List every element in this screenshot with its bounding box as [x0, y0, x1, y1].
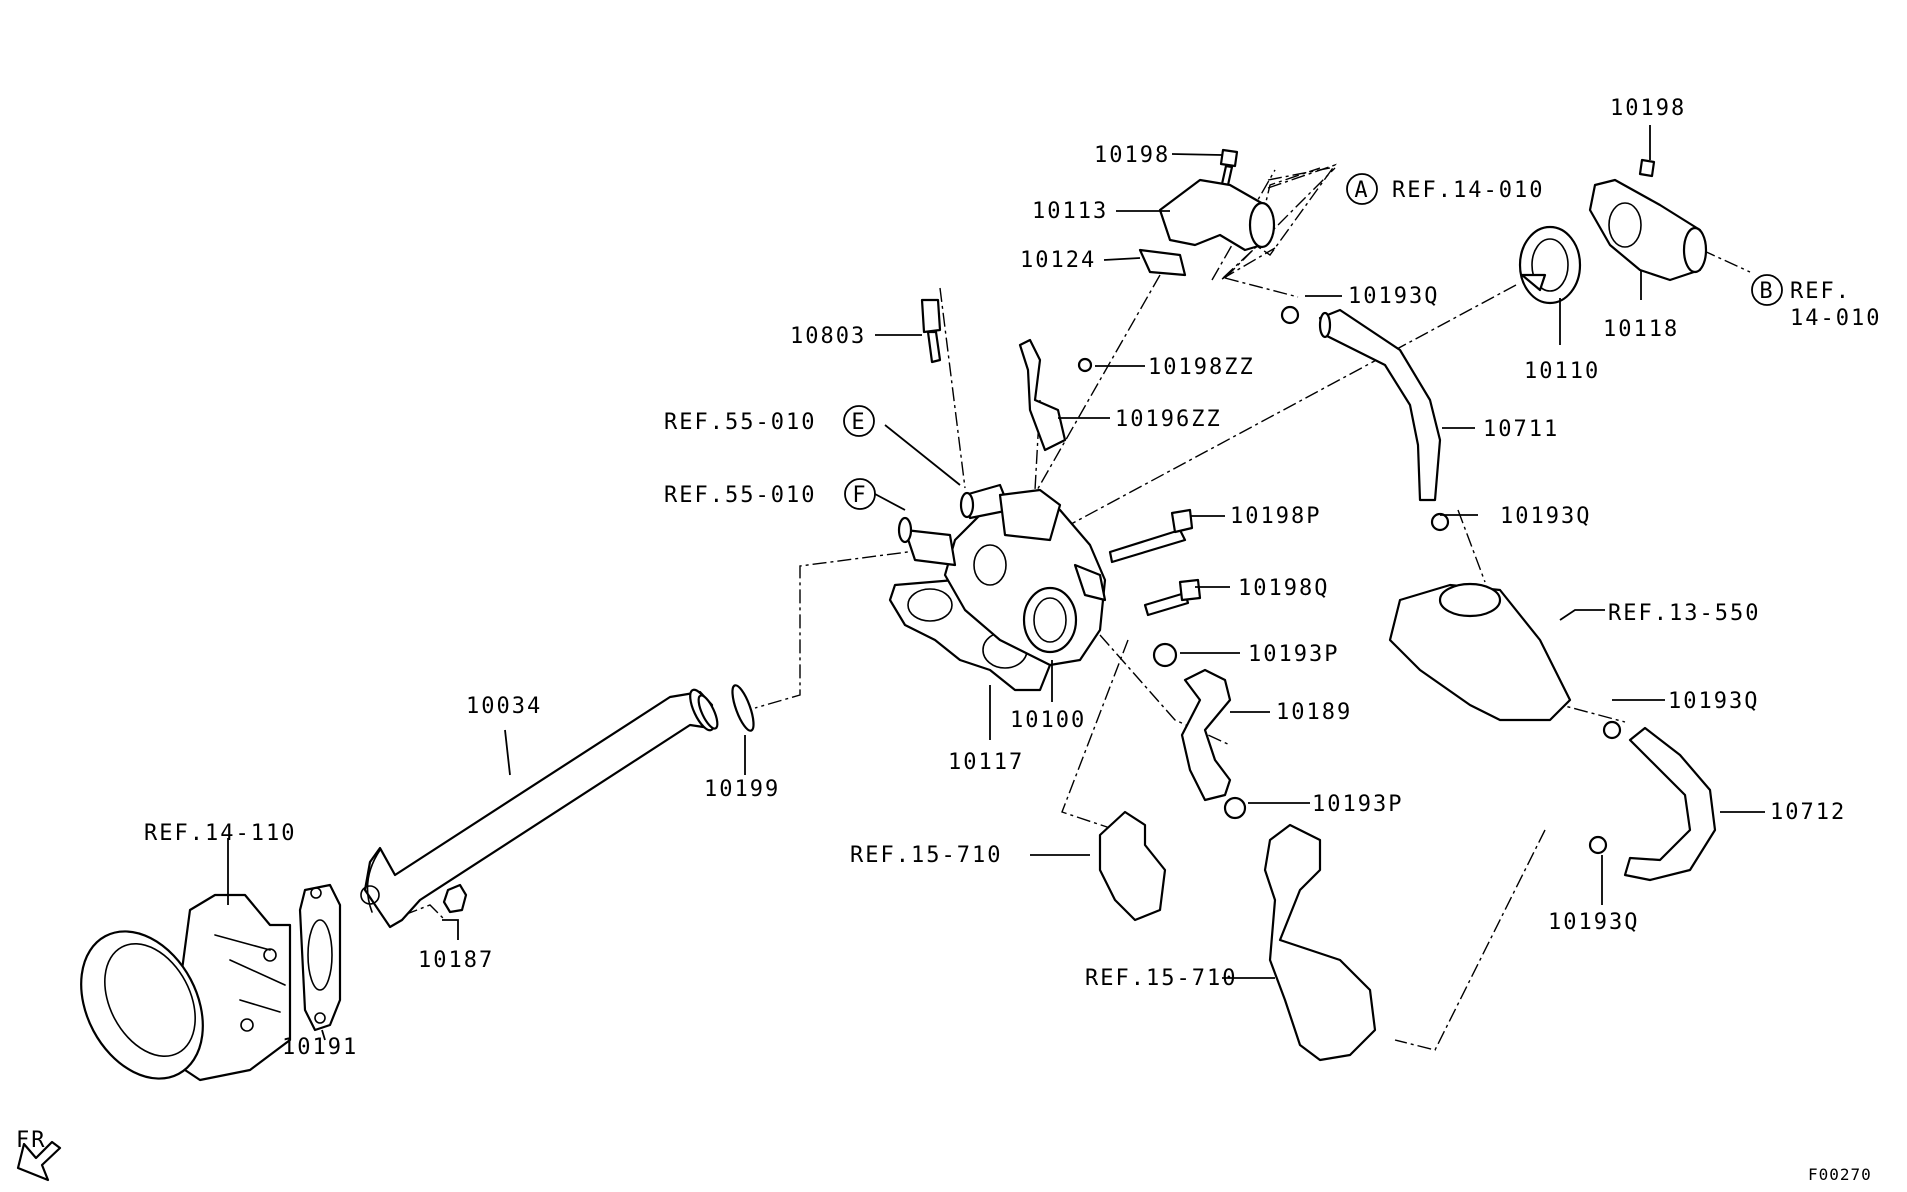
label-10189: 10189 [1276, 700, 1352, 725]
callout-b: B [1759, 279, 1774, 304]
oring-10199 [731, 684, 755, 732]
label-10198-a: 10198 [1094, 143, 1170, 168]
bracket-10196zz [1018, 338, 1093, 452]
hose-10189 [1180, 668, 1232, 802]
label-10199: 10199 [704, 777, 780, 802]
ref-15-710-lower [1263, 823, 1377, 1062]
ref-55-010-e: REF.55-010 [664, 410, 816, 435]
callout-e: E [851, 410, 866, 435]
callout-a: A [1354, 178, 1369, 203]
ref-15-710-upper [1098, 810, 1167, 922]
water-outlet-10100 [897, 483, 1107, 667]
housing-10118 [1588, 178, 1708, 282]
ref-14-010-b-line1: REF. [1790, 279, 1851, 304]
ref-15-710-lower-label: REF.15-710 [1085, 966, 1237, 991]
pipe-10034 [360, 688, 719, 929]
label-10711: 10711 [1483, 417, 1559, 442]
ref-14-010-b-line2: 14-010 [1790, 306, 1881, 331]
label-10198-b: 10198 [1610, 96, 1686, 121]
label-10193q-c: 10193Q [1668, 689, 1759, 714]
callout-f: F [852, 483, 867, 508]
leader-lines [227, 125, 1765, 1041]
label-10803: 10803 [790, 324, 866, 349]
ref-55-010-f: REF.55-010 [664, 483, 816, 508]
fr-arrow [16, 1140, 62, 1182]
label-10117: 10117 [948, 750, 1024, 775]
bolts [1108, 148, 1656, 617]
label-10712: 10712 [1770, 800, 1846, 825]
thermostat-10110 [1518, 225, 1582, 305]
label-10034: 10034 [466, 694, 542, 719]
ref-14-110: REF.14-110 [144, 821, 296, 846]
label-10118: 10118 [1603, 317, 1679, 342]
label-10193p-b: 10193P [1312, 792, 1403, 817]
label-10193q-d: 10193Q [1548, 910, 1639, 935]
label-10191: 10191 [282, 1035, 358, 1060]
label-10198zz: 10198ZZ [1148, 355, 1255, 380]
sensor-10803 [920, 298, 942, 364]
figure-code: F00270 [1808, 1165, 1872, 1184]
ref-13-550: REF.13-550 [1608, 601, 1760, 626]
gasket-10124 [1138, 248, 1187, 277]
water-pump [80, 893, 292, 1082]
nut-10187 [442, 883, 468, 914]
label-10193q-b: 10193Q [1500, 504, 1591, 529]
label-10196zz: 10196ZZ [1115, 407, 1222, 432]
ref-15-710-upper-label: REF.15-710 [850, 843, 1002, 868]
label-10198q: 10198Q [1238, 576, 1329, 601]
label-10113: 10113 [1032, 199, 1108, 224]
label-10193q-a: 10193Q [1348, 284, 1439, 309]
part-labels: 10198 10113 10124 10803 10198ZZ 10196ZZ … [282, 96, 1846, 1060]
outlet-10113 [1138, 178, 1276, 277]
hose-10711 [1318, 308, 1442, 502]
label-10193p-a: 10193P [1248, 642, 1339, 667]
label-10100: 10100 [1010, 708, 1086, 733]
connection-lines [403, 163, 1751, 1051]
hose-10712 [1623, 726, 1717, 882]
ref-14-010-a: REF.14-010 [1392, 178, 1544, 203]
reference-labels: REF.14-010 REF. 14-010 REF.55-010 REF.55… [144, 178, 1881, 991]
label-10110: 10110 [1524, 359, 1600, 384]
clamps [1152, 305, 1622, 855]
label-10187: 10187 [418, 948, 494, 973]
callout-circles: A B E F [843, 173, 1783, 510]
gasket-10191 [298, 883, 342, 1032]
direction-label: FR [16, 1128, 47, 1153]
label-10198p: 10198P [1230, 504, 1321, 529]
label-10124: 10124 [1020, 248, 1096, 273]
